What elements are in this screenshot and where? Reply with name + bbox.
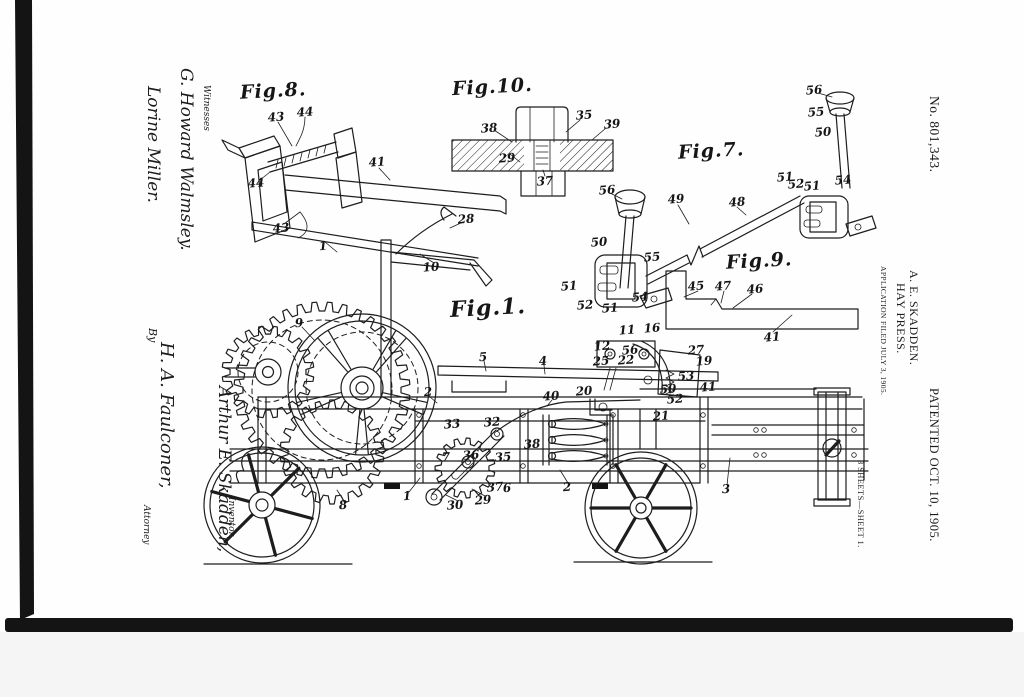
fig8-drawing (222, 117, 506, 266)
inventor-label: Inventor (226, 497, 236, 536)
inventor-name-caption: A. E. SKADDEN. (906, 270, 921, 365)
witness-signature-2: Lorine Miller. (143, 86, 163, 203)
sheet-count-line: 3 SHEETS—SHEET 1. (856, 460, 866, 548)
fig9-caption: Fig.9. (725, 248, 793, 273)
fig7-drawing (595, 92, 876, 308)
fig8-caption: Fig.8. (239, 78, 307, 103)
witnesses-label: Witnesses (201, 85, 211, 131)
invention-title: HAY PRESS. (893, 283, 908, 354)
fig7-caption: Fig.7. (677, 138, 745, 163)
patented-date: PATENTED OCT. 10, 1905. (926, 388, 941, 542)
fig10-caption: Fig.10. (451, 74, 533, 100)
patent-number: No. 801,343. (926, 96, 942, 173)
by-label: By (146, 328, 159, 342)
fig9-drawing (666, 271, 858, 332)
fig10-drawing (452, 107, 613, 196)
witness-signature-1: G. Howard Walmsley. (176, 68, 196, 251)
attorney-signature: H. A. Faulconer, (156, 342, 177, 488)
attorney-label: Attorney (141, 505, 151, 545)
fig1-caption: Fig.1. (449, 293, 526, 323)
application-filed-line: APPLICATION FILED JULY 3, 1905. (879, 266, 888, 395)
